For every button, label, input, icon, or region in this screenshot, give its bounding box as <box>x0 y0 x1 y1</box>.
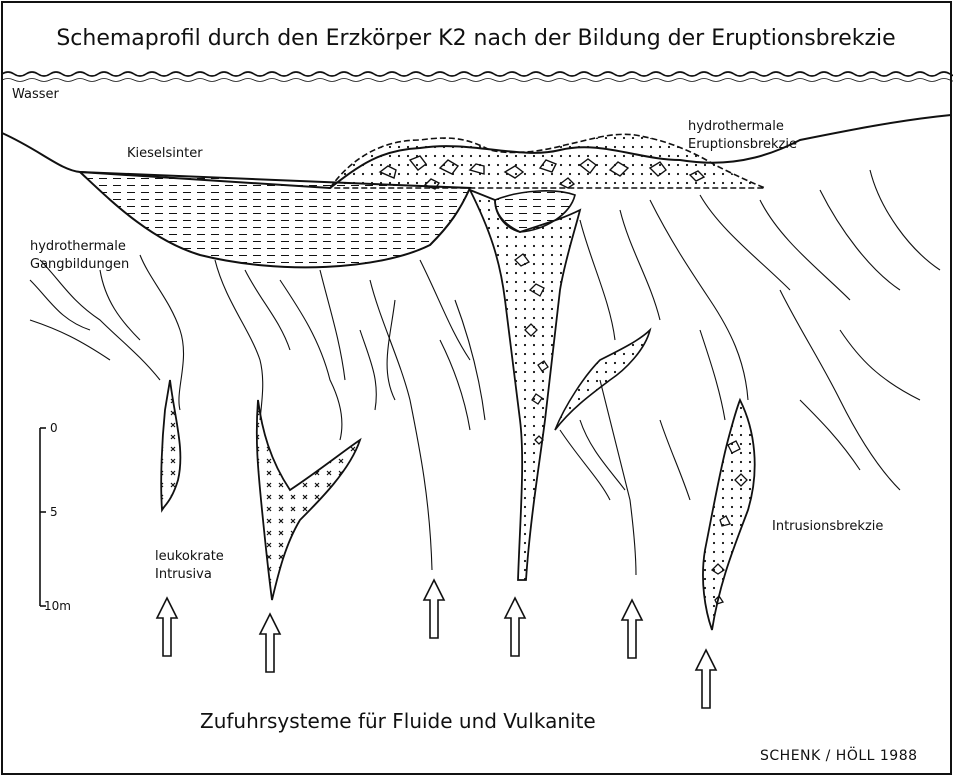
footer-caption: Zufuhrsysteme für Fluide und Vulkanite <box>200 709 596 733</box>
label-sinter: Kieselsinter <box>127 146 203 161</box>
feeder-arrow <box>424 580 444 638</box>
label-veins-2: Gangbildungen <box>30 257 129 272</box>
intrusion-breccia <box>703 400 755 630</box>
feeder-arrow <box>622 600 642 658</box>
feeder-arrow <box>260 614 280 672</box>
scale-tick-10: 10m <box>44 599 71 613</box>
feeder-arrows <box>157 580 716 708</box>
intrusive-dyke-2 <box>257 400 360 600</box>
label-veins-1: hydrothermale <box>30 239 126 254</box>
breccia-pipe <box>470 190 580 580</box>
credit: SCHENK / HÖLL 1988 <box>760 746 918 764</box>
label-leuko-2: Intrusiva <box>155 567 212 582</box>
breccia-dyke-right <box>555 330 650 430</box>
feeder-arrow <box>505 598 525 656</box>
label-intrusion: Intrusionsbrekzie <box>772 519 883 534</box>
label-eruption-2: Eruptionsbrekzie <box>688 137 797 152</box>
scale-tick-5: 5 <box>50 505 58 519</box>
page-title: Schemaprofil durch den Erzkörper K2 nach… <box>56 26 895 51</box>
label-eruption-1: hydrothermale <box>688 119 784 134</box>
feeder-arrow <box>696 650 716 708</box>
label-leuko-1: leukokrate <box>155 549 224 564</box>
title-box: Schemaprofil durch den Erzkörper K2 nach… <box>2 26 953 82</box>
water-surface <box>2 72 953 76</box>
scale-tick-0: 0 <box>50 421 58 435</box>
label-water: Wasser <box>12 87 60 102</box>
feeder-arrow <box>157 598 177 656</box>
scale-bar <box>40 428 46 606</box>
intrusive-dyke-1 <box>161 380 180 510</box>
